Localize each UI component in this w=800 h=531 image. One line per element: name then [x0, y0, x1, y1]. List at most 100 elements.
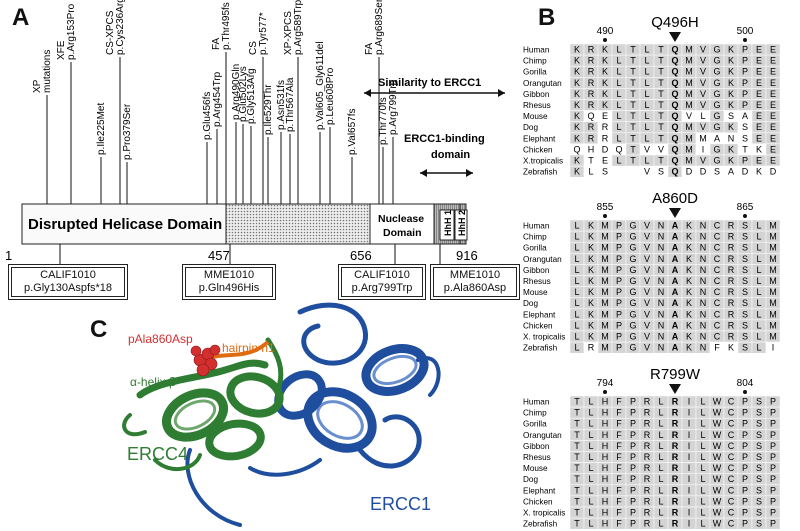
residue-letter: E — [756, 67, 762, 77]
residue-letter: S — [742, 298, 748, 308]
residue-letter: V — [700, 78, 706, 88]
residue-letter: V — [644, 221, 650, 231]
residue-letter: V — [700, 89, 706, 99]
residue-letter: P — [630, 496, 636, 506]
mutation-label: p.Arg490Gln — [231, 64, 242, 120]
residue-letter: P — [616, 309, 622, 319]
residue-letter: S — [756, 419, 762, 429]
residue-letter: L — [756, 343, 761, 353]
residue-letter: L — [658, 408, 663, 418]
residue-letter: Q — [671, 78, 678, 88]
residue-letter: M — [769, 298, 777, 308]
patient-mutation: p.Ala860Asp — [443, 282, 507, 294]
residue-letter: S — [756, 508, 762, 518]
residue-letter: T — [658, 45, 664, 55]
residue-letter: P — [630, 485, 636, 495]
residue-letter: R — [672, 441, 679, 451]
residue-letter: N — [658, 265, 665, 275]
mutation-label: p.Arg589Trp — [293, 0, 304, 55]
residue-letter: A — [714, 133, 720, 143]
residue-letter: M — [601, 287, 609, 297]
residue-letter: K — [574, 156, 580, 166]
pos-457: 457 — [208, 248, 230, 263]
residue-letter: L — [756, 309, 761, 319]
residue-letter: V — [644, 298, 650, 308]
residue-cell — [765, 341, 781, 354]
residue-letter: L — [658, 485, 663, 495]
residue-letter: L — [658, 474, 663, 484]
species-label: Gibbon — [523, 266, 550, 275]
residue-letter: A — [672, 287, 679, 297]
residue-letter: E — [756, 89, 762, 99]
patient-mutation: p.Gln496His — [198, 282, 260, 294]
residue-letter: L — [756, 265, 761, 275]
residue-letter: R — [644, 496, 651, 506]
patient-mutation: p.Gly130Aspfs*18 — [23, 282, 113, 294]
residue-letter: K — [588, 221, 594, 231]
residue-letter: A — [672, 332, 679, 342]
residue-letter: P — [770, 419, 776, 429]
residue-letter: K — [756, 144, 762, 154]
residue-letter: M — [769, 320, 777, 330]
species-label: Orangutan — [523, 79, 562, 88]
residue-letter: M — [601, 265, 609, 275]
residue-letter: K — [602, 67, 608, 77]
residue-letter: H — [602, 485, 609, 495]
residue-letter: M — [685, 144, 693, 154]
residue-letter: M — [699, 133, 707, 143]
residue-letter: R — [672, 419, 679, 429]
residue-letter: L — [574, 265, 579, 275]
residue-letter: K — [602, 89, 608, 99]
residue-letter: G — [629, 343, 636, 353]
residue-letter: R — [644, 463, 651, 473]
residue-letter: R — [672, 463, 679, 473]
residue-letter: N — [658, 332, 665, 342]
residue-letter: W — [713, 452, 722, 462]
residue-letter: Q — [671, 133, 678, 143]
residue-letter: P — [770, 397, 776, 407]
mutation-marker-icon — [669, 208, 681, 218]
residue-letter: E — [756, 45, 762, 55]
residue-letter: H — [602, 419, 609, 429]
residue-letter: T — [658, 156, 664, 166]
nuclease-domain-label-1: Nuclease — [378, 213, 424, 225]
species-label: Mouse — [523, 112, 548, 121]
residue-letter: K — [574, 56, 580, 66]
position-tick-label: 804 — [737, 378, 754, 389]
residue-letter: N — [700, 254, 707, 264]
residue-letter: T — [630, 45, 636, 55]
residue-letter: C — [714, 276, 721, 286]
residue-letter: S — [742, 122, 748, 132]
residue-letter: P — [630, 408, 636, 418]
residue-letter: M — [685, 45, 693, 55]
residue-letter: N — [700, 232, 707, 242]
residue-letter: W — [713, 508, 722, 518]
residue-letter: P — [742, 408, 748, 418]
residue-letter: R — [672, 519, 679, 529]
mutation-label: p.Tyr577* — [258, 12, 269, 55]
residue-letter: P — [616, 320, 622, 330]
position-tick-dot — [603, 390, 607, 394]
position-tick-dot — [743, 390, 747, 394]
residue-letter: L — [700, 452, 705, 462]
residue-letter: M — [769, 276, 777, 286]
residue-letter: M — [769, 232, 777, 242]
residue-letter: G — [629, 320, 636, 330]
residue-letter: A — [672, 298, 679, 308]
residue-letter: R — [672, 452, 679, 462]
residue-letter: P — [742, 56, 748, 66]
mutation-label: p.Cys236Arg — [115, 0, 126, 55]
residue-letter: L — [658, 519, 663, 529]
residue-letter: L — [574, 232, 579, 242]
residue-letter: K — [588, 276, 594, 286]
residue-letter: R — [672, 496, 679, 506]
residue-letter: L — [644, 111, 649, 121]
residue-letter: R — [644, 474, 651, 484]
residue-letter: L — [644, 156, 649, 166]
alignment-title: Q496H — [651, 14, 699, 31]
residue-letter: G — [629, 332, 636, 342]
residue-letter: L — [574, 320, 579, 330]
residue-letter: K — [574, 45, 580, 55]
alignment-title: A860D — [652, 190, 698, 207]
residue-letter: K — [686, 320, 692, 330]
